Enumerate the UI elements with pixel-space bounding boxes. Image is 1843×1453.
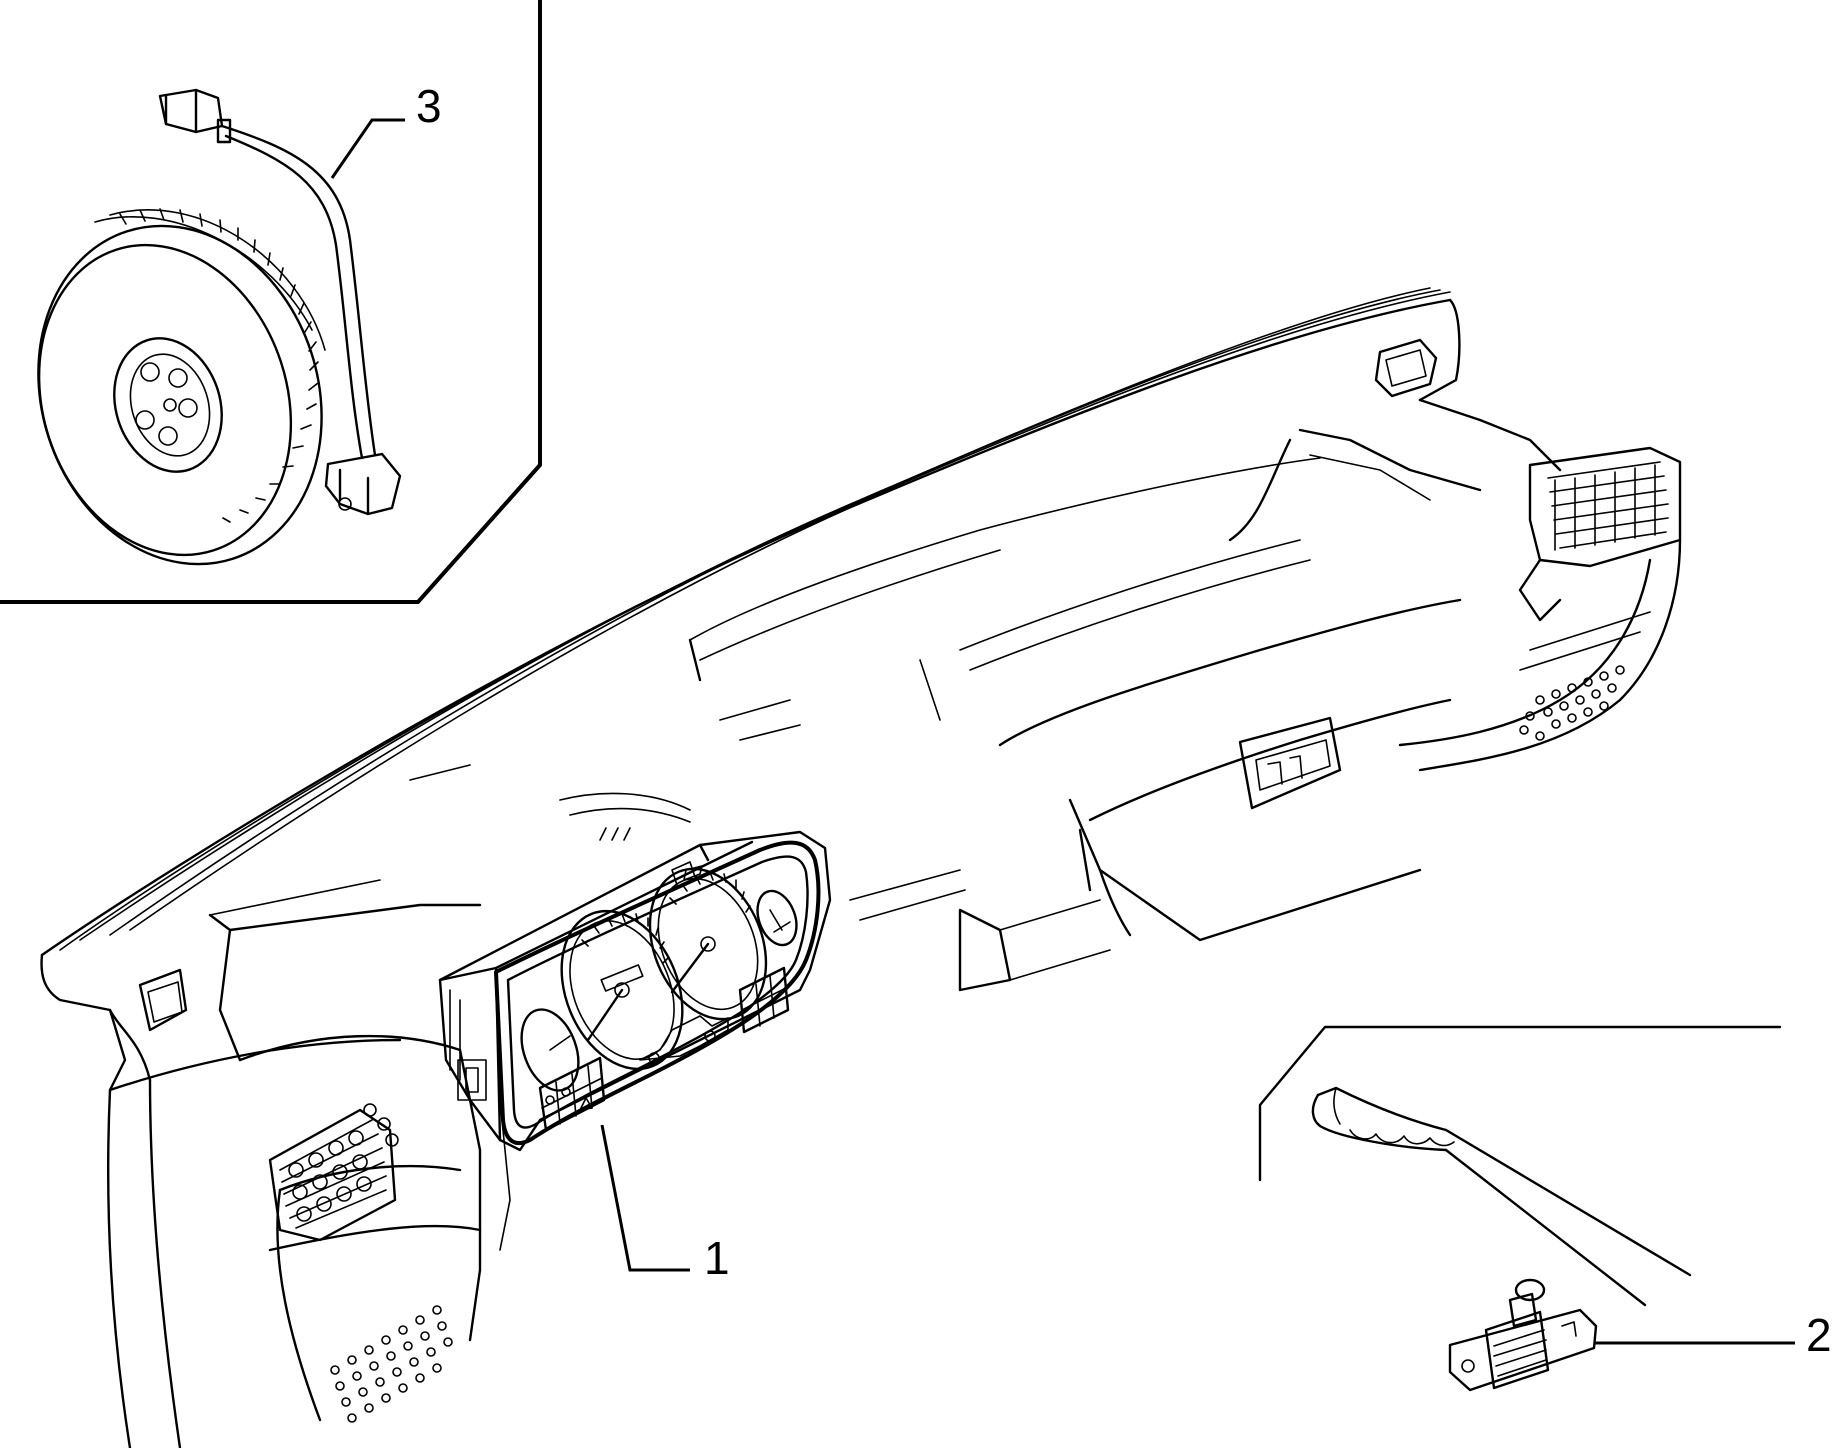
handbrake-switch [1448,1278,1598,1392]
callout-label-1: 1 [704,1232,730,1284]
callout-label-2: 2 [1806,1309,1832,1361]
right-speaker-grille [1519,665,1625,741]
instrument-cluster [438,830,832,1152]
callout-label-3: 3 [416,80,442,132]
left-speaker-grille [330,1305,453,1423]
flywheel [37,208,326,566]
callout-3-leader [330,118,405,179]
speed-sensor-with-cable [158,88,402,516]
handbrake-inset-frame [1258,1025,1782,1182]
inset-detail-frame [0,0,542,604]
handbrake-lever [1311,1086,1692,1307]
left-air-vent [268,1103,399,1242]
callout-1-leader [600,1124,690,1272]
dashboard-panel [40,287,1682,1450]
